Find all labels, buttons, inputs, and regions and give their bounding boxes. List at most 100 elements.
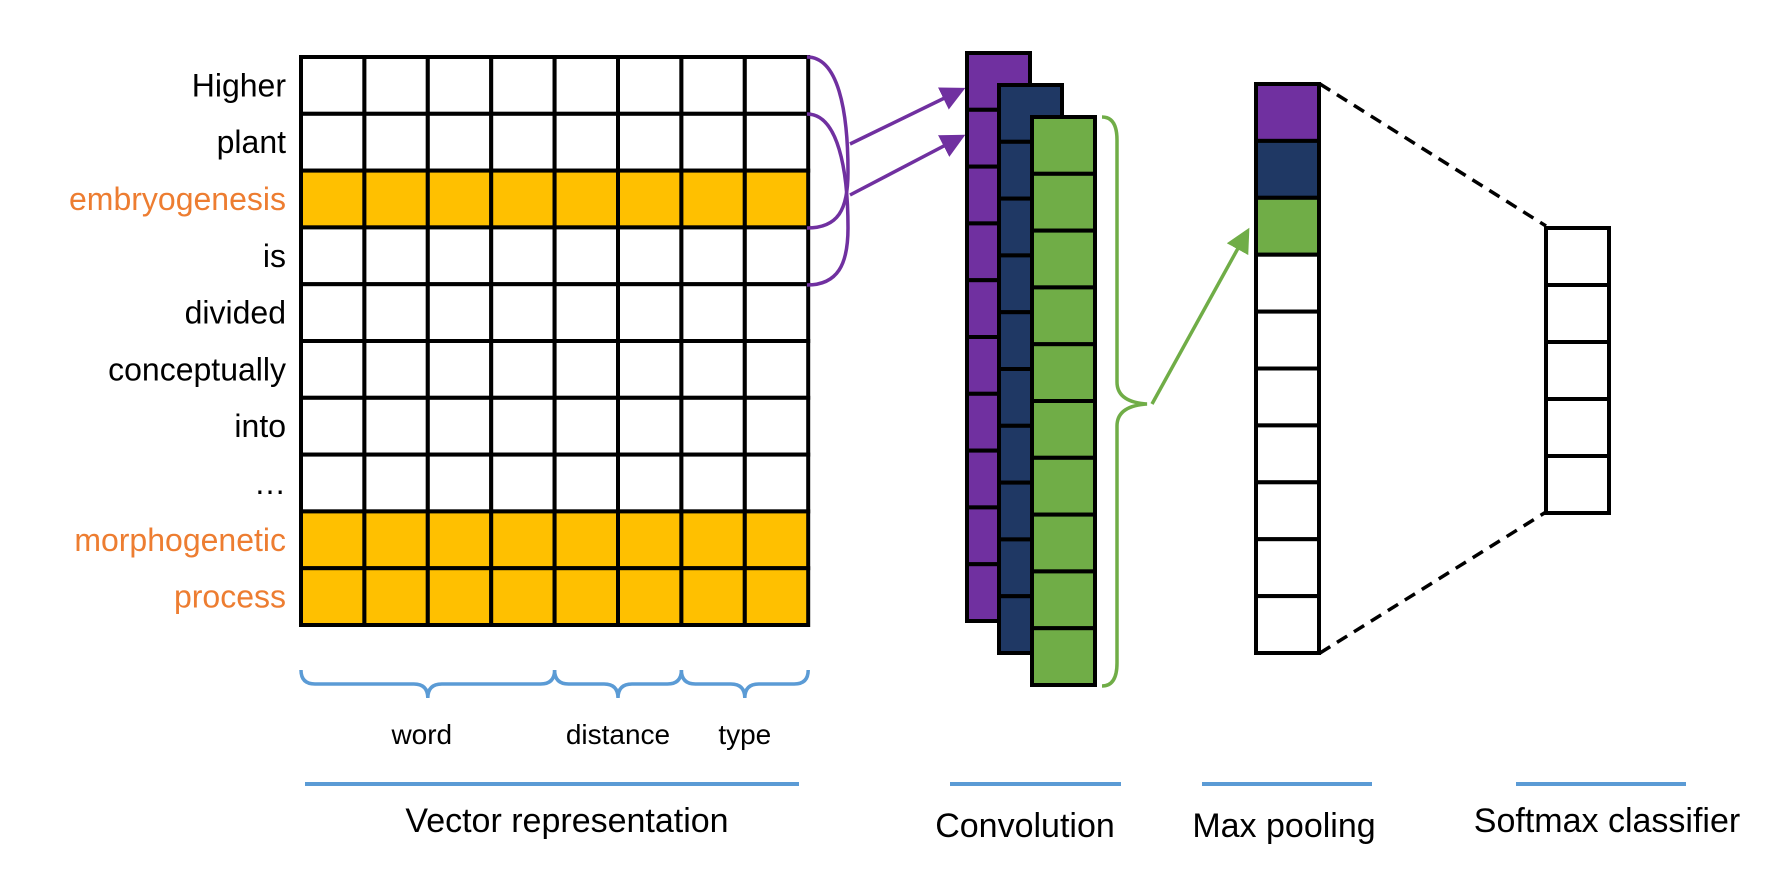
matrix-cell	[616, 395, 684, 457]
pooling-cell	[1254, 366, 1321, 428]
matrix-cell	[425, 55, 494, 116]
matrix-cell	[362, 395, 430, 457]
softmax-output-vector	[1544, 226, 1611, 515]
feature-map-cell	[1030, 228, 1097, 290]
matrix-cell	[425, 566, 494, 628]
matrix-cell	[552, 282, 620, 344]
matrix-cell	[362, 339, 430, 400]
pooling-connector	[1101, 115, 1250, 688]
softmax-cell	[1544, 283, 1611, 344]
input-matrix	[299, 55, 811, 628]
matrix-cell	[299, 566, 367, 628]
word-label: conceptually	[108, 351, 286, 387]
window-brace-lower	[806, 112, 850, 287]
matrix-cell	[616, 339, 684, 400]
matrix-cell	[489, 395, 557, 457]
window-arrow-lower	[849, 134, 966, 197]
matrix-cell	[299, 168, 367, 230]
feature-map-cell	[1030, 115, 1097, 176]
dashed-line-bottom	[1319, 510, 1547, 655]
matrix-cell	[425, 111, 494, 173]
matrix-cell	[362, 282, 430, 344]
matrix-cell	[742, 452, 811, 514]
matrix-cell	[679, 452, 747, 514]
matrix-row	[299, 168, 811, 230]
softmax-cell	[1544, 340, 1611, 401]
matrix-cell	[679, 168, 747, 230]
feature-group-label: distance	[566, 719, 670, 750]
softmax-cell	[1544, 454, 1611, 515]
word-label: is	[263, 238, 286, 274]
pooling-cell	[1254, 195, 1321, 257]
matrix-cell	[552, 395, 620, 457]
matrix-cell	[425, 395, 494, 457]
feature-map-cell	[1030, 342, 1097, 404]
matrix-cell	[742, 225, 811, 287]
matrix-cell	[679, 282, 747, 344]
matrix-row	[299, 509, 811, 571]
feature-brace	[299, 669, 557, 699]
feature-map-cell	[1030, 285, 1097, 347]
word-label: divided	[185, 295, 286, 331]
matrix-cell	[489, 282, 557, 344]
matrix-cell	[299, 55, 367, 116]
window-arrow-upper	[849, 87, 966, 146]
matrix-row	[299, 566, 811, 628]
matrix-cell	[742, 395, 811, 457]
matrix-cell	[742, 111, 811, 173]
feature-map-cell	[1030, 171, 1097, 233]
word-label: into	[234, 408, 286, 444]
matrix-cell	[616, 225, 684, 287]
matrix-cell	[742, 282, 811, 344]
matrix-cell	[616, 168, 684, 230]
matrix-cell	[616, 452, 684, 514]
matrix-cell	[489, 225, 557, 287]
word-label: morphogenetic	[74, 522, 286, 558]
matrix-row	[299, 339, 811, 400]
matrix-cell	[425, 509, 494, 571]
feature-map-cell	[1030, 455, 1097, 517]
pooling-cell	[1254, 252, 1321, 314]
softmax-connector	[1319, 82, 1547, 655]
word-label: plant	[217, 124, 287, 160]
matrix-cell	[362, 509, 430, 571]
matrix-cell	[679, 566, 747, 628]
pooling-cell	[1254, 480, 1321, 542]
matrix-row	[299, 282, 811, 344]
matrix-cell	[742, 55, 811, 116]
pooling-cell	[1254, 138, 1321, 200]
matrix-cell	[362, 55, 430, 116]
matrix-cell	[362, 452, 430, 514]
matrix-cell	[552, 566, 620, 628]
matrix-cell	[552, 111, 620, 173]
matrix-cell	[552, 168, 620, 230]
softmax-cell	[1544, 226, 1611, 287]
max-pooling-vector	[1254, 82, 1321, 655]
matrix-row	[299, 395, 811, 457]
feature-group-label: type	[718, 719, 771, 750]
matrix-cell	[552, 339, 620, 400]
matrix-cell	[425, 282, 494, 344]
matrix-cell	[489, 168, 557, 230]
matrix-cell	[425, 168, 494, 230]
matrix-cell	[679, 55, 747, 116]
matrix-cell	[679, 111, 747, 173]
matrix-cell	[616, 282, 684, 344]
matrix-cell	[616, 566, 684, 628]
matrix-cell	[489, 339, 557, 400]
feature-map-green	[1030, 115, 1097, 688]
matrix-cell	[679, 395, 747, 457]
matrix-cell	[299, 282, 367, 344]
stage-label-convolution: Convolution	[935, 807, 1115, 845]
matrix-cell	[616, 55, 684, 116]
matrix-row	[299, 452, 811, 514]
pooling-cell	[1254, 423, 1321, 485]
matrix-cell	[299, 339, 367, 400]
matrix-cell	[299, 111, 367, 173]
matrix-cell	[552, 55, 620, 116]
matrix-cell	[489, 509, 557, 571]
word-label: Higher	[192, 67, 287, 103]
matrix-cell	[362, 225, 430, 287]
matrix-cell	[742, 339, 811, 400]
